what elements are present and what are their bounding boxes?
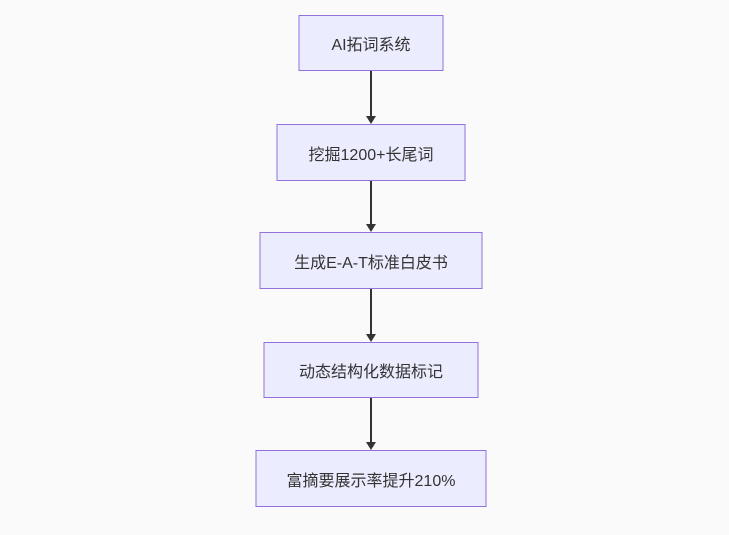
- flow-node-label: 挖掘1200+长尾词: [308, 146, 434, 164]
- flow-node-label: 生成E-A-T标准白皮书: [294, 254, 448, 272]
- arrow-down-icon: [366, 442, 376, 450]
- flow-node-label: AI拓词系统: [331, 37, 411, 54]
- arrow-down-icon: [366, 334, 376, 342]
- flow-edge-4: [366, 398, 376, 450]
- flow-node-label: 富摘要展示率提升210%: [286, 472, 456, 490]
- flow-edge-3: [366, 289, 376, 342]
- arrow-down-icon: [366, 224, 376, 232]
- edge-line: [370, 398, 372, 442]
- flow-node-rich-snippet-uplift: 富摘要展示率提升210%: [255, 450, 487, 507]
- edge-line: [370, 289, 372, 334]
- flow-node-label: 动态结构化数据标记: [298, 364, 443, 381]
- arrow-down-icon: [366, 116, 376, 124]
- flow-node-ai-keyword-system: AI拓词系统: [298, 15, 444, 71]
- flow-node-eat-whitepaper: 生成E-A-T标准白皮书: [259, 232, 483, 289]
- flow-node-longtail-mining: 挖掘1200+长尾词: [276, 124, 466, 181]
- edge-line: [370, 71, 372, 116]
- flow-node-structured-data-markup: 动态结构化数据标记: [263, 342, 479, 398]
- flow-edge-1: [366, 71, 376, 124]
- edge-line: [370, 181, 372, 224]
- flow-edge-2: [366, 181, 376, 232]
